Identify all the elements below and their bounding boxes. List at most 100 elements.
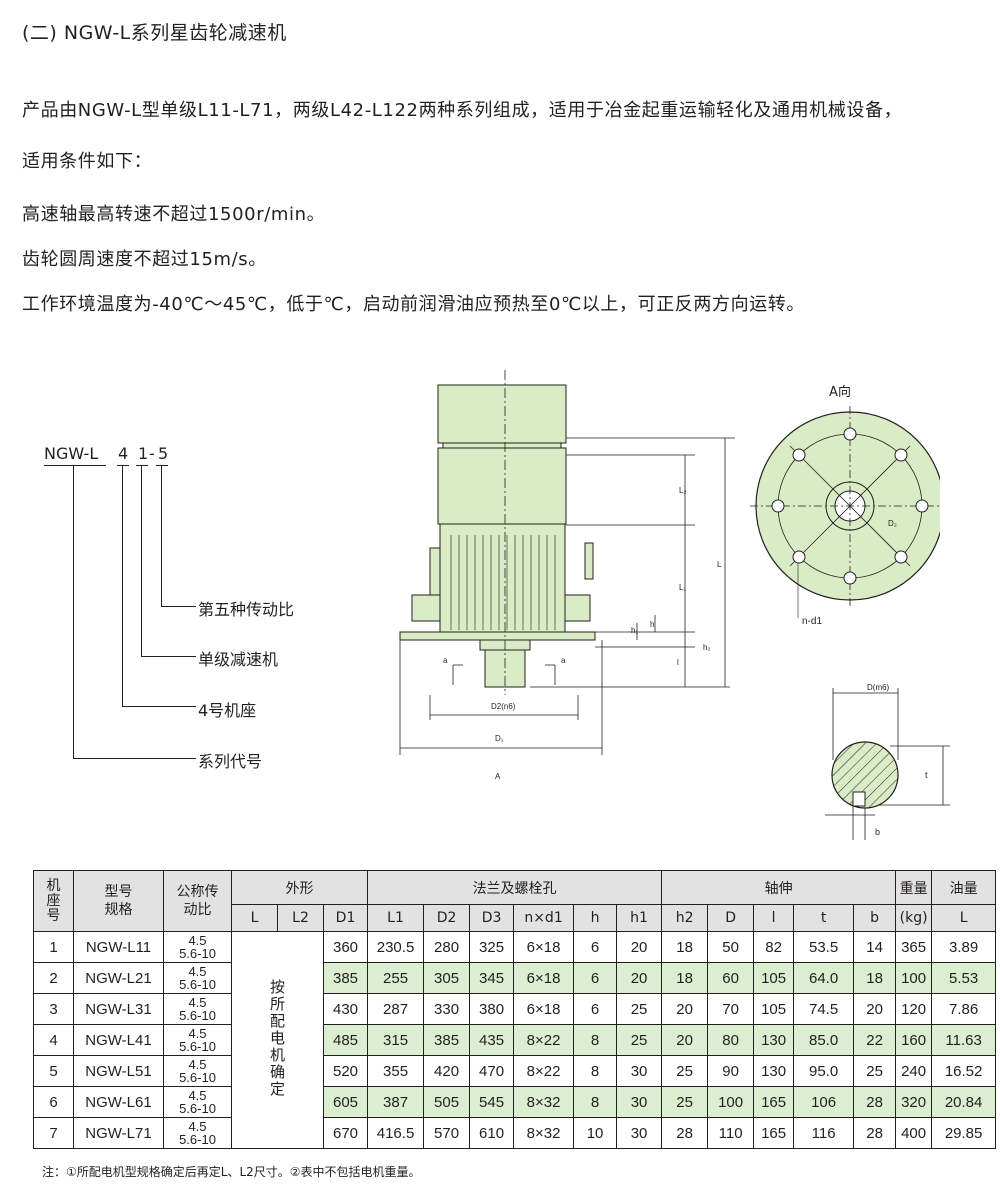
cell-model: NGW-L31	[73, 993, 164, 1025]
cell-oil: 7.86	[931, 993, 997, 1025]
th-D1: D1	[322, 904, 369, 932]
th-h: h	[573, 904, 618, 932]
condition-gear-speed: 齿轮圆周速度不超过15m/s。	[22, 249, 267, 270]
cell-h2: 28	[661, 1117, 709, 1149]
cell-D1: 360	[322, 931, 369, 963]
th-kg: (kg)	[895, 904, 933, 932]
motor-body	[437, 384, 567, 444]
cell-L1: 416.5	[367, 1117, 425, 1149]
cell-D1: 520	[322, 1055, 369, 1087]
cell-t: 74.5	[793, 993, 855, 1025]
dim-L2: L₂	[679, 486, 687, 495]
cell-L1: 255	[367, 962, 425, 994]
leader-stage	[141, 466, 196, 657]
cell-oil: 16.52	[931, 1055, 997, 1087]
cell-nd1: 8×22	[513, 1024, 575, 1056]
dim-l: l	[677, 658, 679, 667]
th-D3: D3	[469, 904, 515, 932]
intro-line-2: 适用条件如下：	[22, 151, 153, 172]
cell-D3: 345	[469, 962, 515, 994]
cell-L1: 355	[367, 1055, 425, 1087]
cell-h: 6	[573, 962, 618, 994]
cell-nd1: 8×32	[513, 1117, 575, 1149]
motor-flange	[442, 442, 562, 449]
cell-kg: 320	[895, 1086, 933, 1118]
cell-D2: 505	[423, 1086, 471, 1118]
cell-D1: 430	[322, 993, 369, 1025]
intro-line-1: 产品由NGW-L型单级L11-L71，两级L42-L122两种系列组成，适用于冶…	[22, 100, 903, 121]
cell-D1: 670	[322, 1117, 369, 1149]
th-weight: 重量	[895, 870, 933, 905]
cell-b: 25	[853, 1055, 897, 1087]
cell-h: 6	[573, 993, 618, 1025]
cell-D: 100	[707, 1086, 755, 1118]
dim-L: L	[717, 560, 722, 569]
oil-plug-right	[564, 594, 591, 622]
section-title: (二) NGW-L系列星齿轮减速机	[22, 22, 287, 44]
cell-D3: 325	[469, 931, 515, 963]
th-b: b	[853, 904, 897, 932]
cell-D2: 570	[423, 1117, 471, 1149]
th-D2: D2	[423, 904, 471, 932]
cell-h1: 30	[616, 1117, 663, 1149]
dim-h1: h₁	[631, 626, 638, 635]
cell-no: 7	[33, 1117, 74, 1149]
cell-kg: 160	[895, 1024, 933, 1056]
shaft-cross-section	[831, 741, 899, 809]
footnote: 注：①所配电机型规格确定后再定L、L2尺寸。②表中不包括电机重量。	[42, 1165, 421, 1179]
cell-nd1: 6×18	[513, 993, 575, 1025]
th-D: D	[707, 904, 755, 932]
leader-series	[73, 466, 196, 759]
cell-h2: 18	[661, 962, 709, 994]
bolt-holes-label: n-d1	[802, 616, 822, 627]
cell-h2: 18	[661, 931, 709, 963]
shaft-t-label: t	[925, 770, 928, 780]
cell-l: 105	[753, 993, 795, 1025]
face-D2-label: D₂	[888, 519, 897, 528]
cell-h2: 20	[661, 993, 709, 1025]
cell-h2: 20	[661, 1024, 709, 1056]
cell-t: 53.5	[793, 931, 855, 963]
section-a-left: a	[443, 656, 448, 665]
cell-t: 85.0	[793, 1024, 855, 1056]
cell-kg: 240	[895, 1055, 933, 1087]
cell-D: 60	[707, 962, 755, 994]
code-prefix: NGW-L	[44, 444, 99, 463]
th-flange: 法兰及螺栓孔	[367, 870, 663, 905]
code-dash: -	[149, 444, 155, 463]
cell-h1: 25	[616, 1024, 663, 1056]
cell-kg: 120	[895, 993, 933, 1025]
th-L1: L1	[367, 904, 425, 932]
cell-D2: 330	[423, 993, 471, 1025]
cell-no: 5	[33, 1055, 74, 1087]
dim-h: h	[650, 620, 654, 629]
cell-D2: 305	[423, 962, 471, 994]
cell-model: NGW-L21	[73, 962, 164, 994]
th-oil-unit: L	[931, 904, 997, 932]
cell-oil: 29.85	[931, 1117, 997, 1149]
code-seat: 4	[118, 444, 129, 463]
cell-kg: 365	[895, 931, 933, 963]
th-ratio: 公称传动比	[163, 870, 232, 932]
cell-b: 14	[853, 931, 897, 963]
view-A-label: A	[495, 772, 501, 781]
cell-model: NGW-L11	[73, 931, 164, 963]
cell-h1: 20	[616, 931, 663, 963]
cell-D3: 545	[469, 1086, 515, 1118]
cell-model: NGW-L41	[73, 1024, 164, 1056]
cell-no: 3	[33, 993, 74, 1025]
cell-oil: 11.63	[931, 1024, 997, 1056]
oil-gauge	[584, 542, 594, 580]
th-oil: 油量	[931, 870, 997, 905]
th-t: t	[793, 904, 855, 932]
cell-oil: 3.89	[931, 931, 997, 963]
leader-seat	[122, 466, 196, 707]
